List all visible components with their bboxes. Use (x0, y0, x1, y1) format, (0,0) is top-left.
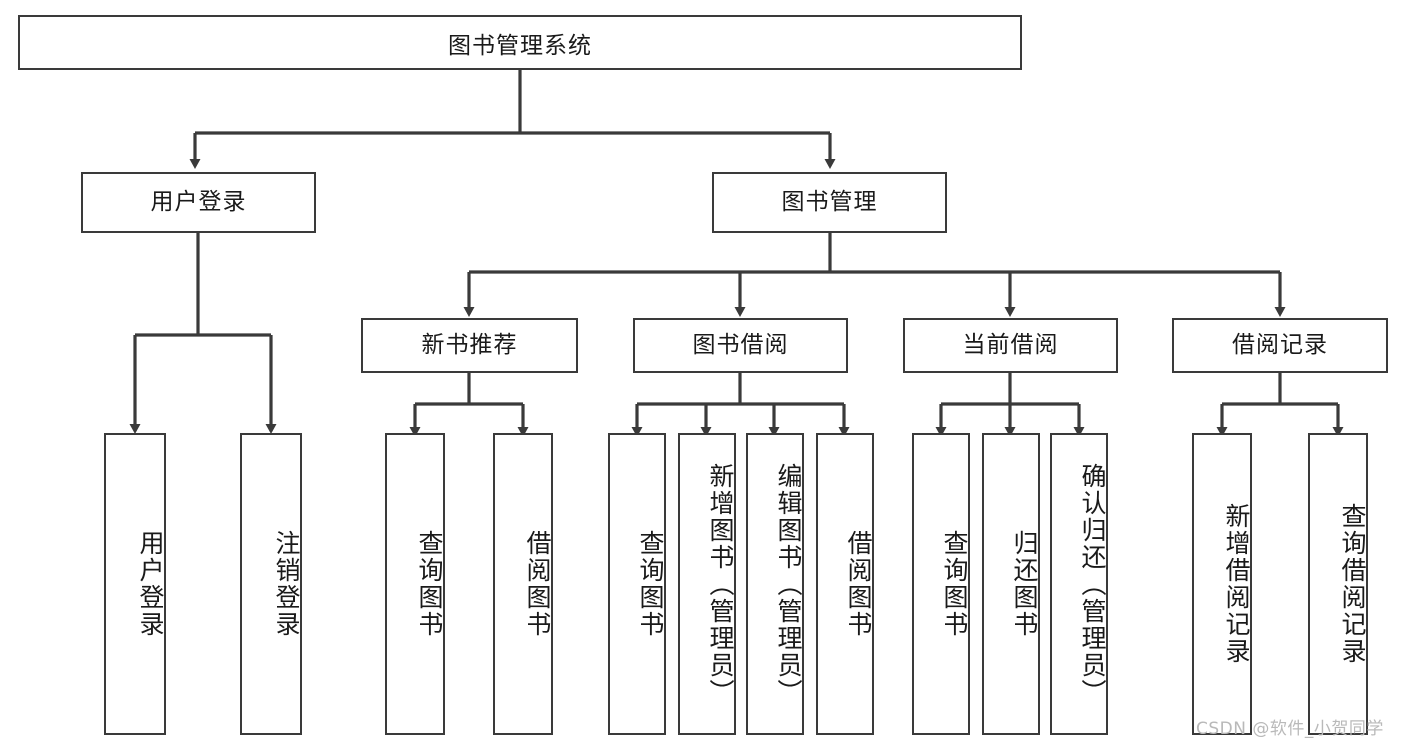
node-current-borrow-label: 当前借阅 (962, 331, 1059, 358)
leaf-user-login-logout[interactable]: 注销登录 (240, 433, 302, 735)
leaf-label: 新增借阅记录 (1222, 503, 1251, 665)
node-new-book-recommend[interactable]: 新书推荐 (361, 318, 578, 373)
node-root-system[interactable]: 图书管理系统 (18, 15, 1022, 70)
node-user-login-label: 用户登录 (150, 188, 247, 215)
leaf-label: 查询图书 (940, 530, 969, 638)
leaf-current-borrow-query[interactable]: 查询图书 (912, 433, 970, 735)
leaf-borrow-record-query[interactable]: 查询借阅记录 (1308, 433, 1368, 735)
node-book-management[interactable]: 图书管理 (712, 172, 947, 233)
leaf-label: 确认归还（管理员） (1078, 462, 1107, 706)
leaf-label: 用户登录 (136, 530, 165, 638)
leaf-book-borrow-add-admin[interactable]: 新增图书（管理员） (678, 433, 736, 735)
node-book-borrow-label: 图书借阅 (692, 331, 789, 358)
node-borrow-record-label: 借阅记录 (1232, 331, 1328, 358)
leaf-label: 归还图书 (1010, 530, 1039, 638)
leaf-book-borrow-query[interactable]: 查询图书 (608, 433, 666, 735)
leaf-label: 查询借阅记录 (1338, 503, 1367, 665)
leaf-label: 注销登录 (272, 530, 301, 638)
node-current-borrow[interactable]: 当前借阅 (903, 318, 1118, 373)
node-user-login[interactable]: 用户登录 (81, 172, 316, 233)
leaf-current-borrow-confirm-admin[interactable]: 确认归还（管理员） (1050, 433, 1108, 735)
node-book-borrow[interactable]: 图书借阅 (633, 318, 848, 373)
leaf-book-borrow-borrow[interactable]: 借阅图书 (816, 433, 874, 735)
node-new-book-recommend-label: 新书推荐 (421, 331, 518, 358)
leaf-new-book-borrow[interactable]: 借阅图书 (493, 433, 553, 735)
leaf-label: 查询图书 (415, 530, 444, 638)
leaf-label: 编辑图书（管理员） (774, 462, 803, 706)
leaf-new-book-query[interactable]: 查询图书 (385, 433, 445, 735)
leaf-label: 新增图书（管理员） (706, 462, 735, 706)
node-book-management-label: 图书管理 (781, 188, 878, 215)
leaf-borrow-record-add[interactable]: 新增借阅记录 (1192, 433, 1252, 735)
leaf-book-borrow-edit-admin[interactable]: 编辑图书（管理员） (746, 433, 804, 735)
watermark-text: CSDN @软件_小贺同学 (1196, 719, 1384, 739)
leaf-label: 借阅图书 (844, 530, 873, 638)
node-root-label: 图书管理系统 (448, 32, 592, 59)
leaf-label: 查询图书 (636, 530, 665, 638)
node-borrow-record[interactable]: 借阅记录 (1172, 318, 1388, 373)
leaf-label: 借阅图书 (523, 530, 552, 638)
leaf-user-login-login[interactable]: 用户登录 (104, 433, 166, 735)
leaf-current-borrow-return[interactable]: 归还图书 (982, 433, 1040, 735)
